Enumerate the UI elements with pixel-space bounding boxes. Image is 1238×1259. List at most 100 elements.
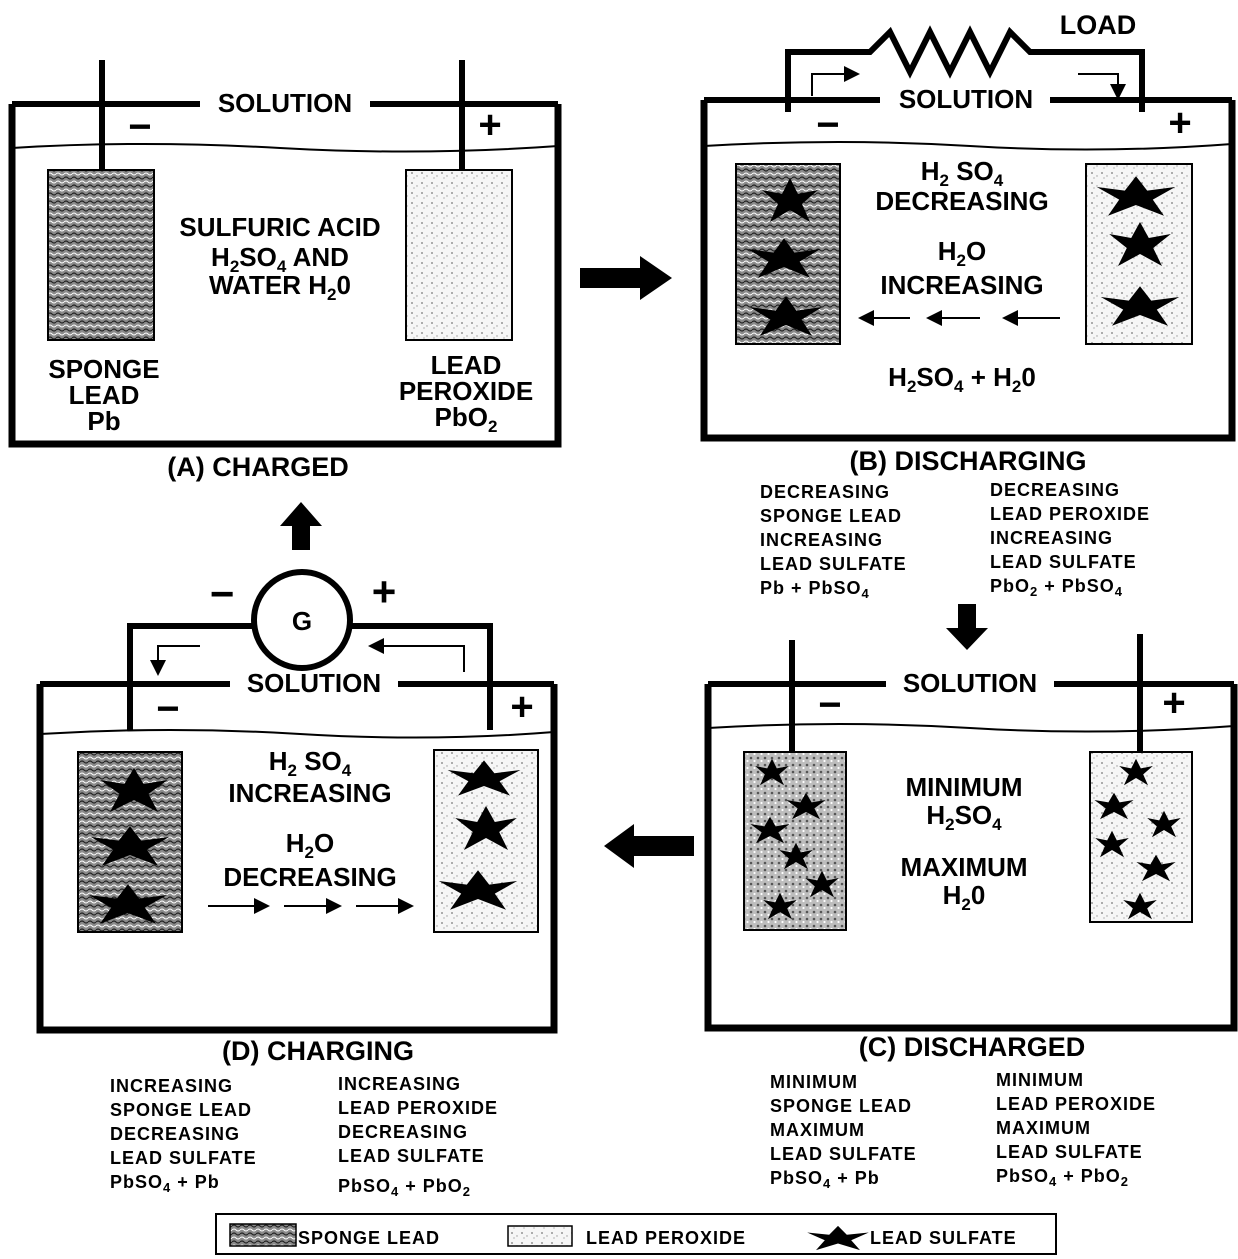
generator — [251, 569, 353, 671]
note-line: SPONGE LEAD — [760, 506, 902, 526]
note-line: DECREASING — [110, 1124, 240, 1144]
maximum-label-c: MAXIMUM — [900, 852, 1027, 882]
load-resistor — [785, 25, 1145, 112]
container-c — [704, 684, 1238, 1032]
panel-a-charged: SOLUTION − + SULFURIC ACID H2SO4 AND WAT… — [8, 60, 562, 482]
notes-left-c: MINIMUM SPONGE LEAD MAXIMUM LEAD SULFATE… — [770, 1072, 917, 1191]
h2so4-label-d: H2 SO4 — [269, 746, 352, 780]
solution-label-c: SOLUTION — [903, 668, 1037, 698]
arrow-a-to-b — [580, 256, 672, 300]
note-line: DECREASING — [338, 1122, 468, 1142]
note-formula: PbSO4 + PbO2 — [338, 1176, 471, 1199]
note-line: LEAD SULFATE — [770, 1144, 917, 1164]
pos-sign-d: + — [510, 685, 533, 729]
peroxide-label1-a: LEAD — [431, 350, 502, 380]
solution-label-b: SOLUTION — [899, 84, 1033, 114]
caption-d: (D) CHARGING — [222, 1036, 414, 1066]
neg-sign-a: − — [128, 105, 151, 149]
notes-left-b: DECREASING SPONGE LEAD INCREASING LEAD S… — [760, 482, 907, 601]
acid-line1-a: SULFURIC ACID — [179, 212, 380, 242]
legend-label-peroxide: LEAD PEROXIDE — [586, 1228, 746, 1248]
generator-label: G — [292, 606, 312, 636]
note-line: LEAD PEROXIDE — [338, 1098, 498, 1118]
liquid-line-a — [11, 143, 559, 153]
minimum-label-c: MINIMUM — [906, 772, 1023, 802]
panel-d-charging: G − + SOLUTION − + H2 SO4 INCREASING H2O… — [36, 568, 558, 1199]
sponge-plate-a — [47, 169, 155, 341]
acid-line2-a: H2SO4 AND — [211, 242, 349, 276]
note-line: INCREASING — [990, 528, 1113, 548]
container-a — [8, 104, 562, 448]
sponge-plate-c — [743, 751, 847, 931]
note-line: INCREASING — [110, 1076, 233, 1096]
caption-b: (B) DISCHARGING — [850, 446, 1087, 476]
note-line: INCREASING — [338, 1074, 461, 1094]
note-line: LEAD SULFATE — [338, 1146, 485, 1166]
note-formula: Pb + PbSO4 — [760, 578, 870, 601]
note-line: LEAD SULFATE — [110, 1148, 257, 1168]
note-formula: PbSO4 + Pb — [770, 1168, 880, 1191]
gen-neg-sign: − — [210, 570, 235, 617]
note-line: MAXIMUM — [996, 1118, 1091, 1138]
arrow-b-to-c — [946, 604, 988, 650]
legend-label-sponge: SPONGE LEAD — [298, 1228, 440, 1248]
arrow-d-to-a — [280, 502, 322, 550]
decreasing-label-d: DECREASING — [223, 862, 396, 892]
pos-sign-c: + — [1162, 681, 1185, 725]
note-formula: PbO2 + PbSO4 — [990, 576, 1123, 599]
h2o-label-d: H2O — [286, 828, 334, 862]
peroxide-plate-a — [405, 169, 513, 341]
increasing-label-b: INCREASING — [880, 270, 1043, 300]
sponge-label3-a: Pb — [87, 406, 120, 436]
pos-sign-b: + — [1168, 101, 1191, 145]
load-label: LOAD — [1060, 10, 1137, 40]
legend-swatch-sponge — [229, 1223, 297, 1247]
pos-sign-a: + — [478, 103, 501, 147]
note-formula: PbSO4 + Pb — [110, 1172, 220, 1195]
h2o-label-c: H20 — [943, 880, 986, 914]
neg-sign-c: − — [818, 683, 841, 727]
note-line: LEAD SULFATE — [990, 552, 1137, 572]
increasing-label-d: INCREASING — [228, 778, 391, 808]
container-b — [700, 100, 1236, 442]
solution-label-a: SOLUTION — [218, 88, 352, 118]
container-d — [36, 684, 558, 1034]
notes-right-d: INCREASING LEAD PEROXIDE DECREASING LEAD… — [338, 1074, 498, 1199]
h2so4-label-b: H2 SO4 — [921, 156, 1004, 190]
notes-left-d: INCREASING SPONGE LEAD DECREASING LEAD S… — [110, 1076, 257, 1195]
solution-label-d: SOLUTION — [247, 668, 381, 698]
legend: SPONGE LEAD LEAD PEROXIDE LEAD SULFATE — [215, 1213, 1057, 1255]
note-line: LEAD PEROXIDE — [990, 504, 1150, 524]
peroxide-label3-a: PbO2 — [435, 402, 498, 436]
note-line: DECREASING — [760, 482, 890, 502]
note-line: SPONGE LEAD — [110, 1100, 252, 1120]
peroxide-label2-a: PEROXIDE — [399, 376, 533, 406]
sponge-label1-a: SPONGE — [48, 354, 159, 384]
note-line: MINIMUM — [770, 1072, 858, 1092]
decreasing-label-b: DECREASING — [875, 186, 1048, 216]
legend-box — [215, 1213, 1057, 1255]
formula-b: H2SO4 + H20 — [888, 362, 1036, 396]
panel-b-discharging: LOAD SOLUTION − + H2 SO4 DECREASING H2O … — [700, 10, 1236, 601]
legend-label-sulfate: LEAD SULFATE — [870, 1228, 1017, 1248]
notes-right-c: MINIMUM LEAD PEROXIDE MAXIMUM LEAD SULFA… — [996, 1070, 1156, 1189]
neg-sign-d: − — [156, 687, 179, 731]
acid-line3-a: WATER H20 — [209, 270, 351, 304]
neg-sign-b: − — [816, 103, 839, 147]
note-line: LEAD PEROXIDE — [996, 1094, 1156, 1114]
notes-right-b: DECREASING LEAD PEROXIDE INCREASING LEAD… — [990, 480, 1150, 599]
h2so4-label-c: H2SO4 — [926, 800, 1002, 834]
panel-c-discharged: SOLUTION − + MINIMUM H2SO4 MAXIMUM H20 (… — [704, 634, 1238, 1191]
legend-swatch-peroxide — [507, 1225, 573, 1247]
gen-pos-sign: + — [372, 568, 397, 615]
note-line: MINIMUM — [996, 1070, 1084, 1090]
note-line: SPONGE LEAD — [770, 1096, 912, 1116]
caption-a: (A) CHARGED — [167, 452, 349, 482]
generator-circuit — [127, 623, 493, 730]
caption-c: (C) DISCHARGED — [859, 1032, 1086, 1062]
note-line: INCREASING — [760, 530, 883, 550]
note-formula: PbSO4 + PbO2 — [996, 1166, 1129, 1189]
sponge-label2-a: LEAD — [69, 380, 140, 410]
note-line: LEAD SULFATE — [760, 554, 907, 574]
